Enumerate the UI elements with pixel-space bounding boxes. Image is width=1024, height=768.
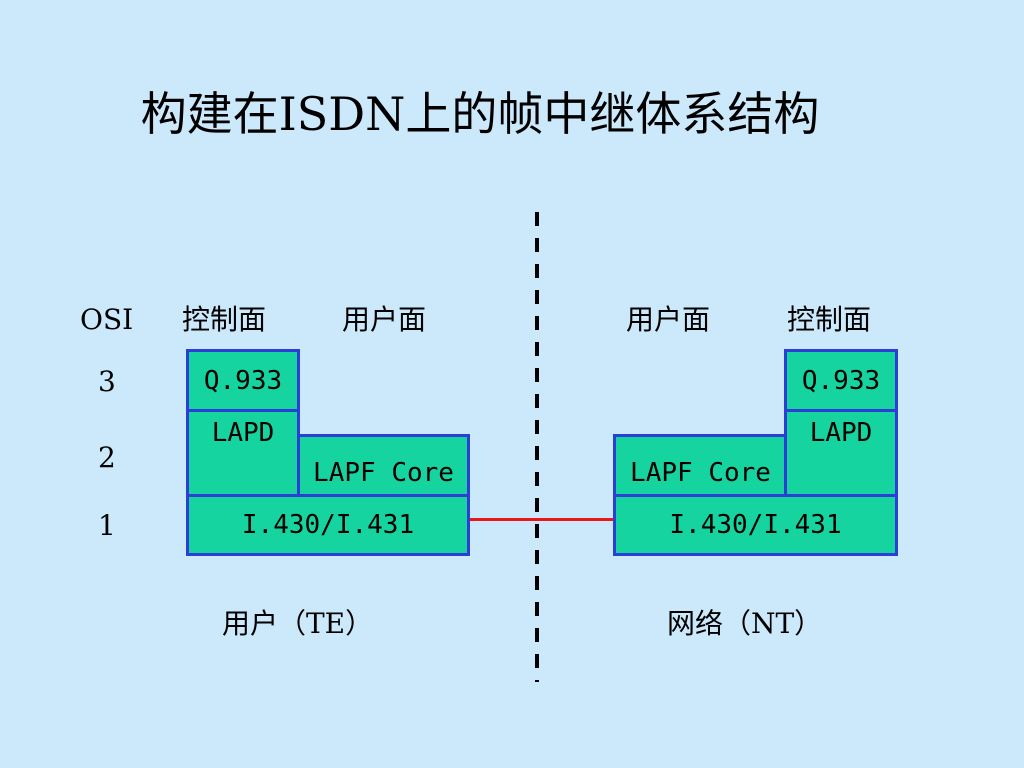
left-lapf-core-box: LAPF Core: [297, 434, 470, 497]
left-lapf-core-text: LAPF Core: [313, 458, 454, 488]
page-title: 构建在ISDN上的帧中继体系结构: [140, 87, 820, 141]
right-q933-text: Q.933: [801, 365, 881, 396]
physical-link-line: [470, 518, 613, 521]
layer-number-2: 2: [98, 441, 116, 474]
left-caption-user-te: 用户（TE）: [222, 607, 374, 640]
right-user-plane-label: 用户面: [626, 303, 711, 336]
osi-label: OSI: [80, 303, 134, 336]
right-lapd-text: LAPD: [809, 418, 873, 448]
boundary-divider: [535, 212, 539, 682]
left-user-plane-label: 用户面: [342, 303, 427, 336]
left-q933-text: Q.933: [203, 365, 283, 396]
right-lapf-core-box: LAPF Core: [613, 434, 788, 497]
left-lapd-box: LAPD: [186, 409, 300, 497]
right-lapd-box: LAPD: [784, 409, 898, 497]
left-physical-layer-text: I.430/I.431: [241, 510, 415, 540]
right-physical-layer-text: I.430/I.431: [669, 510, 842, 540]
right-control-plane-label: 控制面: [787, 303, 872, 336]
layer-number-1: 1: [98, 509, 116, 542]
right-physical-layer-box: I.430/I.431: [613, 494, 898, 556]
right-caption-network-nt: 网络（NT）: [667, 607, 823, 640]
left-lapd-text: LAPD: [211, 418, 275, 448]
left-control-plane-label: 控制面: [182, 303, 267, 336]
left-physical-layer-box: I.430/I.431: [186, 494, 470, 556]
left-q933-box: Q.933: [186, 349, 300, 412]
layer-number-3: 3: [98, 365, 116, 398]
right-lapf-core-text: LAPF Core: [630, 458, 771, 488]
right-q933-box: Q.933: [784, 349, 898, 412]
